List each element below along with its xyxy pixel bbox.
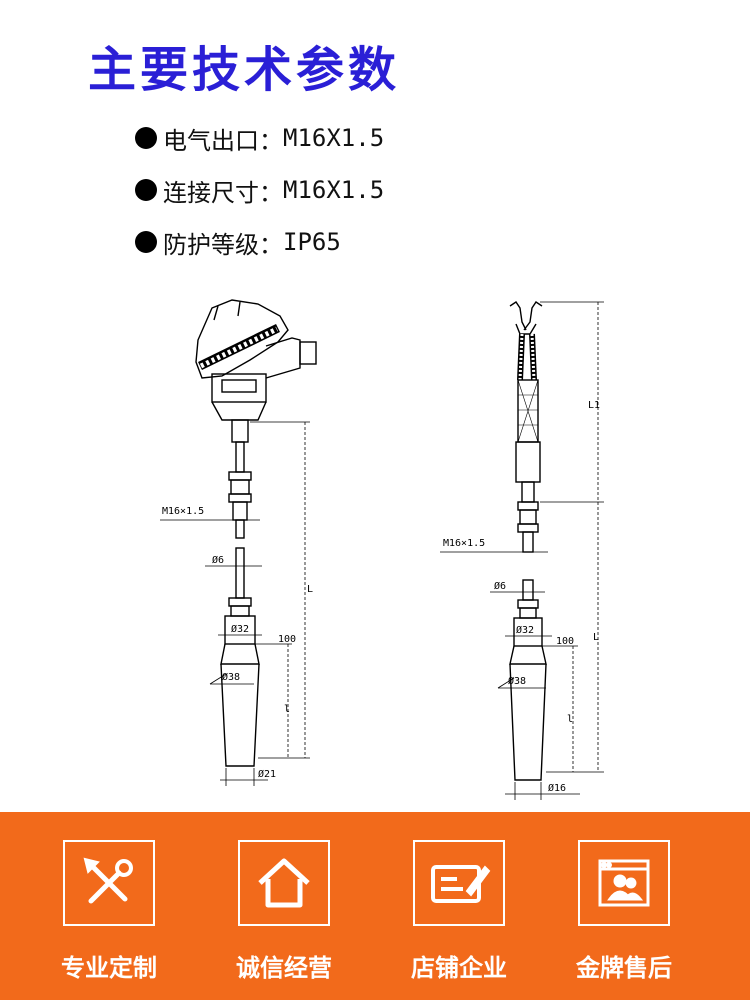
length-L-label: L [307, 584, 313, 595]
length-l-label: l [567, 714, 573, 725]
diameter-32-label: Ø32 [231, 623, 249, 635]
service-store[interactable]: 店铺企业 [404, 840, 514, 983]
length-100-label: 100 [556, 636, 574, 647]
spec-label: 连接尺寸： [163, 178, 283, 207]
spec-value: IP65 [283, 228, 341, 256]
page-title: 主要技术参数 [88, 42, 401, 98]
spec-protection-grade: 防护等级： IP65 [135, 216, 384, 268]
service-label: 店铺企业 [411, 954, 507, 982]
diameter-21-label: Ø21 [258, 768, 276, 780]
wrench-screwdriver-icon [63, 840, 155, 926]
spec-label: 防护等级： [163, 230, 283, 259]
service-custom[interactable]: 专业定制 [54, 840, 164, 983]
spec-value: M16X1.5 [283, 176, 385, 204]
card-pen-icon [413, 840, 505, 926]
service-label: 诚信经营 [236, 954, 332, 982]
length-l-label: l [284, 704, 290, 715]
spec-label: 电气出口： [163, 126, 283, 155]
service-label: 金牌售后 [576, 954, 672, 982]
diameter-16-label: Ø16 [548, 782, 566, 794]
spec-electrical-outlet: 电气出口： M16X1.5 [135, 112, 384, 164]
thread-label: M16×1.5 [443, 538, 485, 549]
service-label: 专业定制 [61, 954, 157, 982]
diameter-6-label: Ø6 [494, 580, 506, 592]
bullet-icon [135, 127, 157, 149]
spec-list: 电气出口： M16X1.5 连接尺寸： M16X1.5 防护等级： IP65 [135, 112, 384, 268]
user-window-icon [578, 840, 670, 926]
spec-connection-size: 连接尺寸： M16X1.5 [135, 164, 384, 216]
length-L1-label: L1 [588, 400, 600, 411]
thread-label: M16×1.5 [162, 506, 204, 517]
bullet-icon [135, 179, 157, 201]
diameter-6-label: Ø6 [212, 554, 224, 566]
technical-drawing: M16×1.5 Ø6 Ø32 Ø38 Ø21 100 l L M16×1.5 Ø… [160, 299, 604, 800]
diameter-38-label: Ø38 [222, 671, 240, 683]
diameter-38-label: Ø38 [508, 675, 526, 687]
length-L-label: L [593, 632, 599, 643]
diameter-32-label: Ø32 [516, 624, 534, 636]
house-icon [238, 840, 330, 926]
bullet-icon [135, 231, 157, 253]
spec-value: M16X1.5 [283, 124, 385, 152]
length-100-label: 100 [278, 634, 296, 645]
service-after-sales[interactable]: 金牌售后 [569, 840, 679, 983]
service-integrity[interactable]: 诚信经营 [229, 840, 339, 983]
service-banner: 专业定制 诚信经营 店铺企业 [0, 812, 750, 1000]
junction-head [195, 299, 317, 421]
